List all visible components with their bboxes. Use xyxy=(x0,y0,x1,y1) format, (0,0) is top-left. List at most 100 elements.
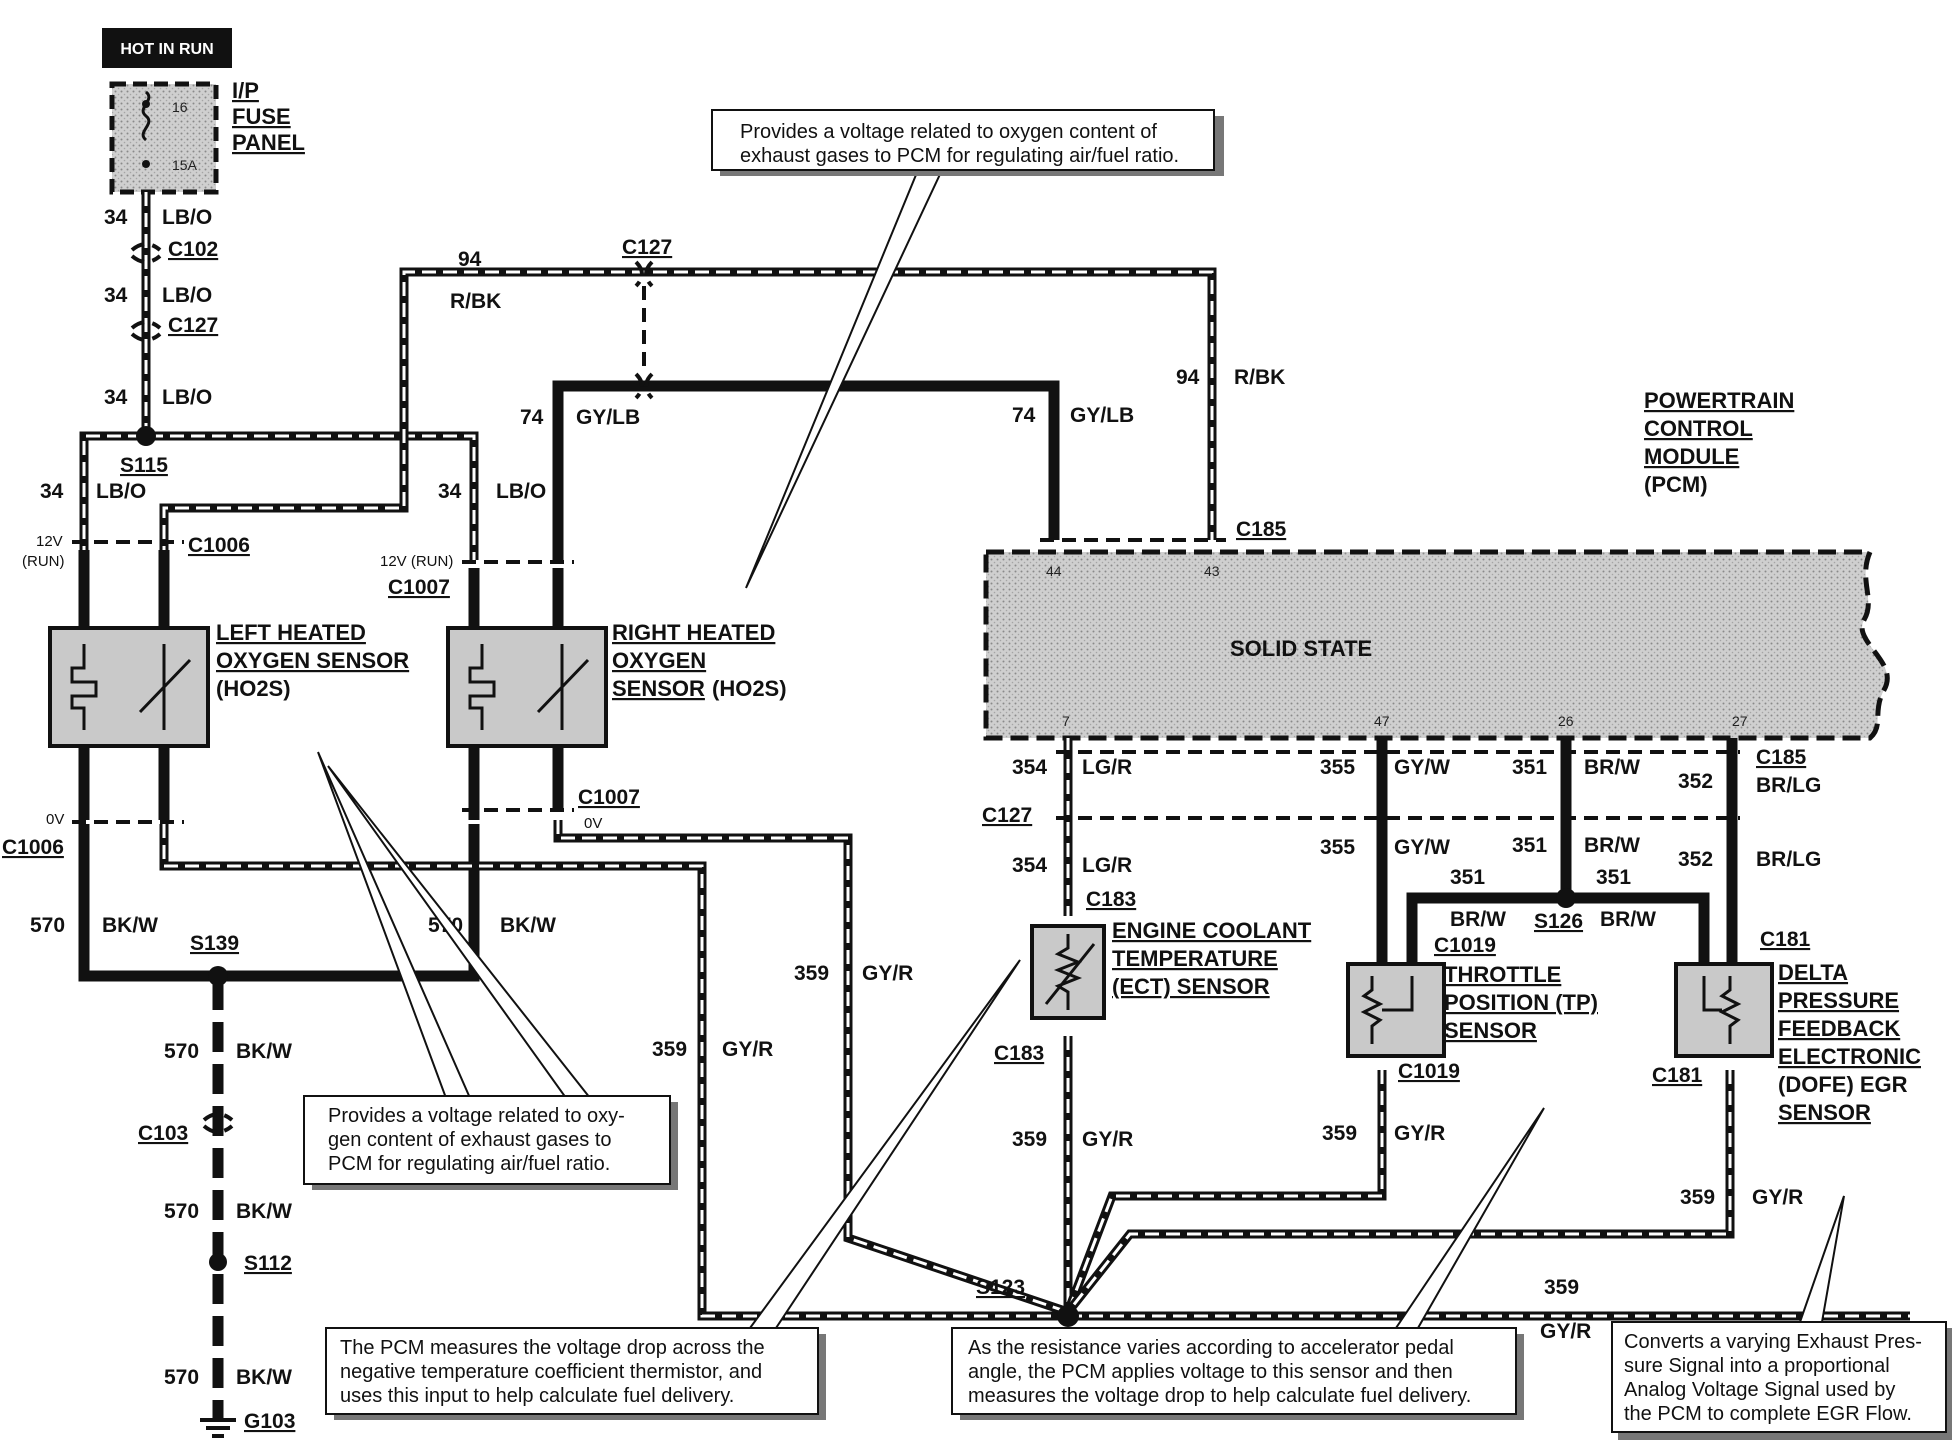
caption-top-line-2: exhaust gases to PCM for regulating air/… xyxy=(740,145,1179,167)
caption-dpfe-line-3: Analog Voltage Signal used by xyxy=(1624,1379,1895,1401)
caption-ect-line-1: The PCM measures the voltage drop across… xyxy=(340,1337,765,1359)
wire-34-label-d: 34 xyxy=(40,480,64,503)
fuse-rating: 15A xyxy=(172,157,198,173)
wire-bkw-label-a: BK/W xyxy=(102,914,158,937)
wire-359-label-e: 359 xyxy=(1680,1186,1715,1209)
wire-570-label-d: 570 xyxy=(164,1200,199,1223)
wire-gyr-label-d: GY/R xyxy=(1394,1122,1445,1145)
connector-c1019-a: C1019 xyxy=(1434,934,1496,957)
right-ho2s-title-2: OXYGEN xyxy=(612,648,706,673)
dpfe-title-4: ELECTRONIC xyxy=(1778,1044,1921,1069)
wire-lgr-label-b: LG/R xyxy=(1082,854,1132,877)
wire-bkw-label-b: BK/W xyxy=(500,914,556,937)
pcm-body xyxy=(983,549,1890,741)
right-ho2s-sensor xyxy=(446,626,608,748)
caption-tp-line-2: angle, the PCM applies voltage to this s… xyxy=(968,1361,1453,1383)
wire-570-label-c: 570 xyxy=(164,1040,199,1063)
left-ho2s-title-2: OXYGEN SENSOR xyxy=(216,648,409,673)
wire-94-label-b: 94 xyxy=(1176,366,1200,389)
pcm-pin-26: 26 xyxy=(1558,713,1574,729)
wire-34-label-b: 34 xyxy=(104,284,128,307)
dpfe-sensor xyxy=(1674,962,1774,1058)
wire-gyr-label-a: GY/R xyxy=(722,1038,773,1061)
ect-sensor xyxy=(1030,924,1106,1020)
caption-dpfe-line-4: the PCM to complete EGR Flow. xyxy=(1624,1403,1912,1425)
tp-sensor xyxy=(1346,962,1446,1058)
wire-74-label-a: 74 xyxy=(520,406,544,429)
wire-gylb-label-a: GY/LB xyxy=(576,406,640,429)
wire-355-and-352 xyxy=(1376,738,1738,966)
connector-c127-b: C127 xyxy=(622,236,672,259)
wire-brw-label-a: BR/W xyxy=(1584,756,1640,779)
wire-351-label-b: 351 xyxy=(1512,834,1547,857)
hot-in-run-badge xyxy=(102,28,232,68)
right-12v-run: 12V (RUN) xyxy=(380,553,453,570)
right-ho2s-title-4: (HO2S) xyxy=(712,676,787,701)
left-run: (RUN) xyxy=(22,553,65,570)
wire-74 xyxy=(552,380,1060,560)
wire-34-label-e: 34 xyxy=(438,480,462,503)
wire-lbo-label-c: LB/O xyxy=(162,386,212,409)
dpfe-title-5: (DOFE) EGR xyxy=(1778,1072,1908,1097)
wire-brw-label-c: BR/W xyxy=(1450,908,1506,931)
wire-rbk-label-b: R/BK xyxy=(1234,366,1285,389)
dpfe-title-1: DELTA xyxy=(1778,960,1848,985)
dpfe-title-3: FEEDBACK xyxy=(1778,1016,1900,1041)
tp-title-2: POSITION (TP) xyxy=(1444,990,1598,1015)
wire-gyr-label-f: GY/R xyxy=(1540,1320,1591,1343)
fuse-panel-title-2: FUSE xyxy=(232,104,291,129)
right-ho2s-title-3: SENSOR xyxy=(612,676,705,701)
pcm-title-3: MODULE xyxy=(1644,444,1739,469)
ip-fuse-panel: 16 15A xyxy=(109,81,219,195)
pcm-pin-47: 47 xyxy=(1374,713,1390,729)
wire-359-label-f: 359 xyxy=(1544,1276,1579,1299)
wire-gyr-label-e: GY/R xyxy=(1752,1186,1803,1209)
wire-lbo-label-e: LB/O xyxy=(496,480,546,503)
right-ho2s-title-1: RIGHT HEATED xyxy=(612,620,775,645)
connector-c1006-a: C1006 xyxy=(188,534,250,557)
pcm-pin-44: 44 xyxy=(1046,563,1062,579)
wire-lbo-label-a: LB/O xyxy=(162,206,212,229)
connector-c183-b: C183 xyxy=(994,1042,1044,1065)
wire-gyr-label-c: GY/R xyxy=(1082,1128,1133,1151)
left-ho2s-sensor xyxy=(48,626,210,748)
wire-gylb-label-b: GY/LB xyxy=(1070,404,1134,427)
wire-359-label-d: 359 xyxy=(1322,1122,1357,1145)
wire-351-label-d: 351 xyxy=(1596,866,1631,889)
connector-c185-a: C185 xyxy=(1236,518,1287,541)
left-ho2s-title-3: (HO2S) xyxy=(216,676,291,701)
wire-94-label-a: 94 xyxy=(458,248,482,271)
connector-c127-c: C127 xyxy=(982,804,1032,827)
wire-gyw-label-a: GY/W xyxy=(1394,756,1450,779)
caption-tp-box xyxy=(951,1327,1517,1415)
caption-tp-line-3: measures the voltage drop to help calcul… xyxy=(968,1385,1471,1407)
wire-359-label-b: 359 xyxy=(794,962,829,985)
wire-brlg-label-b: BR/LG xyxy=(1756,848,1821,871)
wire-359-label-c: 359 xyxy=(1012,1128,1047,1151)
wire-34-label-c: 34 xyxy=(104,386,128,409)
tp-title-3: SENSOR xyxy=(1444,1018,1537,1043)
ect-title-2: TEMPERATURE xyxy=(1112,946,1278,971)
splice-s123: S123 xyxy=(976,1276,1025,1299)
wire-355-label-a: 355 xyxy=(1320,756,1355,779)
pcm-solid-state: SOLID STATE xyxy=(1230,636,1372,661)
wire-bkw-label-d: BK/W xyxy=(236,1200,292,1223)
caption-left-line-3: PCM for regulating air/fuel ratio. xyxy=(328,1153,610,1175)
splice-s126: S126 xyxy=(1534,910,1583,933)
connector-c181-a: C181 xyxy=(1760,928,1811,951)
splice-s115: S115 xyxy=(120,454,168,477)
connector-c102: C102 xyxy=(168,238,218,261)
wire-34-feed xyxy=(130,192,162,436)
caption-top-line-1: Provides a voltage related to oxygen con… xyxy=(740,121,1157,143)
connector-c183-a: C183 xyxy=(1086,888,1136,911)
wire-brw-label-d: BR/W xyxy=(1600,908,1656,931)
wire-570-label-e: 570 xyxy=(164,1366,199,1389)
wire-brw-label-b: BR/W xyxy=(1584,834,1640,857)
caption-ect-line-2: negative temperature coefficient thermis… xyxy=(340,1361,762,1383)
dpfe-title-6: SENSOR xyxy=(1778,1100,1871,1125)
connector-c103: C103 xyxy=(138,1122,188,1145)
left-12v: 12V xyxy=(36,533,63,550)
wire-lgr-label-a: LG/R xyxy=(1082,756,1132,779)
wire-355-label-b: 355 xyxy=(1320,836,1355,859)
